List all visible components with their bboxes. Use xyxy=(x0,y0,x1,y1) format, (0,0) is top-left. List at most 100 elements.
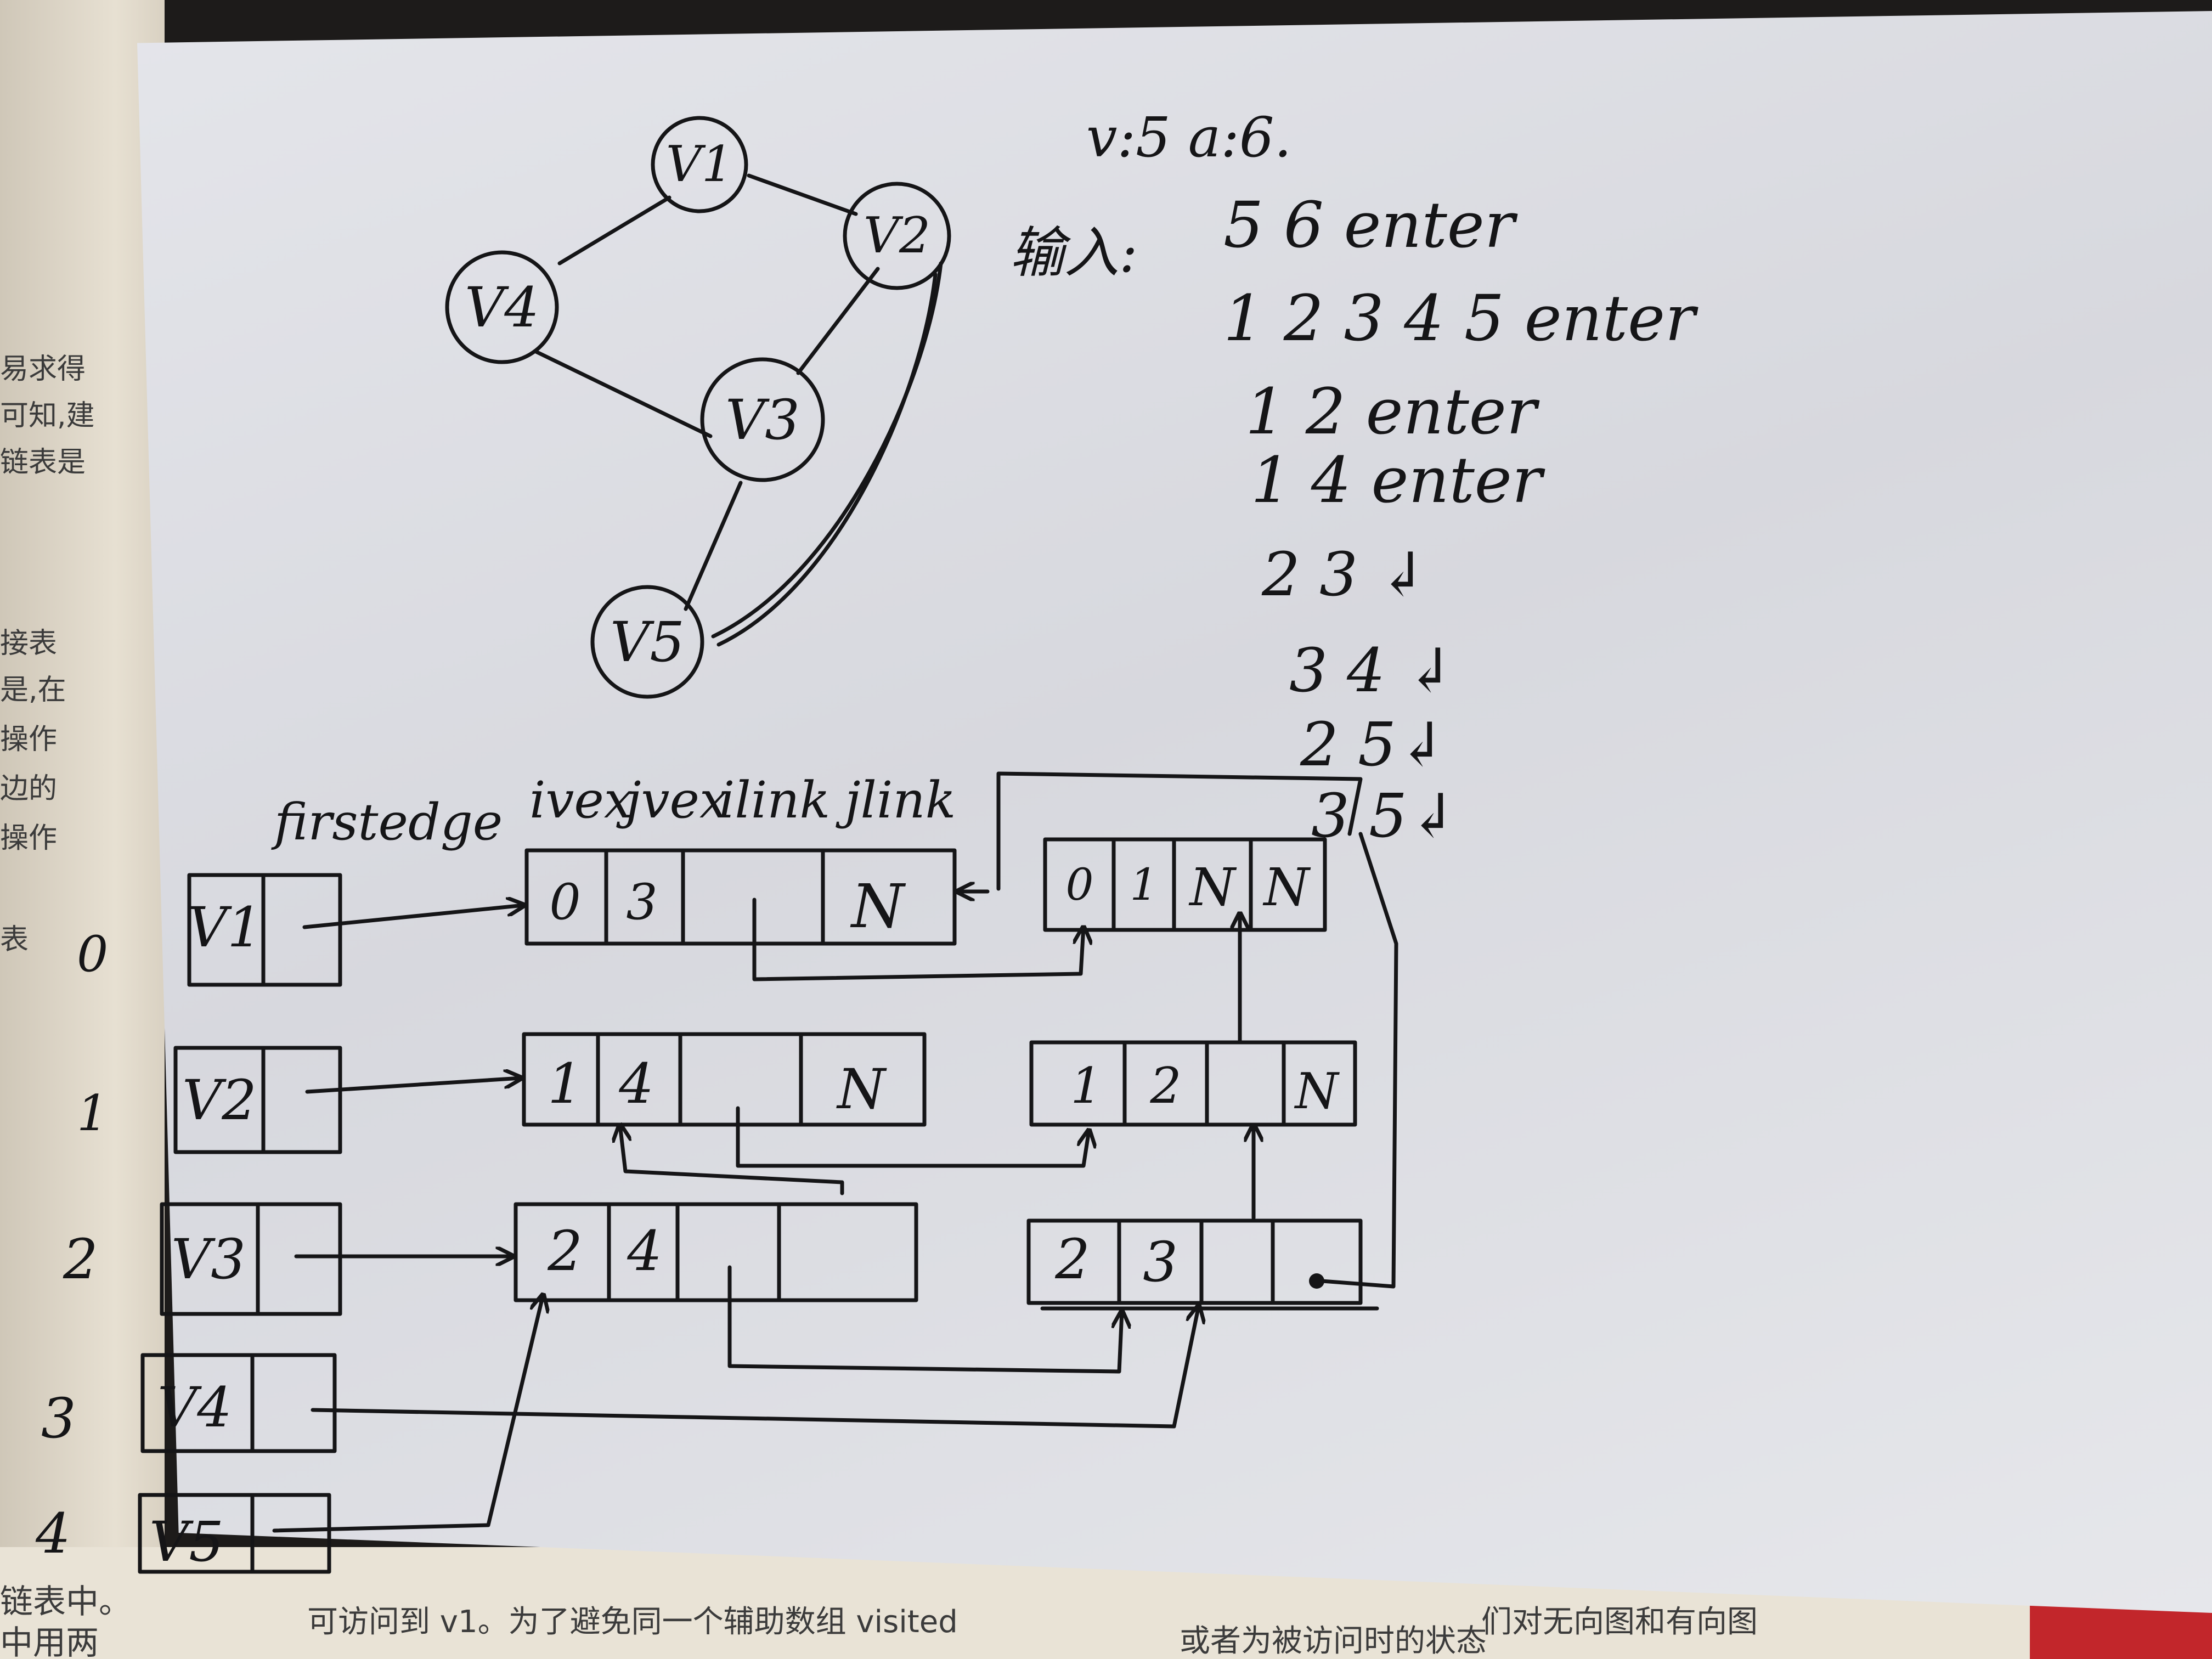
vertex-node-v4: V4 xyxy=(140,1353,337,1453)
jvex-cell: 4 xyxy=(627,1219,662,1283)
book-bottom-text: 链表中。 中用两 可访问到 v1。为了避免同一个辅助数组 visited 或者为… xyxy=(0,1583,1758,1659)
vertex-circle xyxy=(700,357,825,482)
book-line: 们对无向图和有向图 xyxy=(1481,1604,1758,1640)
vertex-label: V2 xyxy=(864,207,930,264)
book-line: 操作 xyxy=(0,822,57,855)
graph-vertex-v2: V2 xyxy=(843,182,951,290)
ivex-cell: 2 xyxy=(547,1219,583,1283)
row-index: 4 xyxy=(35,1502,71,1566)
book-line: 表 xyxy=(0,923,29,956)
row-index: 1 xyxy=(77,1085,108,1142)
header-label: jlink xyxy=(836,771,956,830)
node-box xyxy=(138,1493,331,1574)
book-line: 是,在 xyxy=(0,674,66,707)
edge-node-2-4: 2 4 xyxy=(514,1202,918,1302)
ivex-cell: 0 xyxy=(1066,859,1094,910)
input-line: 3 4 ↲ xyxy=(1289,635,1455,706)
input-line: 1 4 enter xyxy=(1251,444,1545,517)
edge-node-0-1: 0 1 N N xyxy=(1043,837,1327,932)
row-index: 3 xyxy=(41,1386,76,1451)
jlink-cell: N xyxy=(850,871,906,941)
input-line: 3 5↲ xyxy=(1311,781,1458,851)
graph-vertex-v5: V5 xyxy=(590,585,704,699)
row-index: 2 xyxy=(63,1227,98,1291)
vertex-circle xyxy=(651,116,748,213)
ilink-arrow xyxy=(736,1106,1089,1168)
input-label: 输入: xyxy=(1009,221,1138,285)
ilink-arrow xyxy=(727,1265,1122,1374)
jlink-arrow xyxy=(996,771,1363,891)
edge-v3-v5 xyxy=(684,481,743,611)
firstedge-arrow xyxy=(305,1078,521,1094)
input-line: 1 2 enter xyxy=(1245,375,1540,449)
pointer-arrows xyxy=(272,771,1398,1533)
ivex-cell: 2 xyxy=(1054,1227,1090,1291)
node-label: V2 xyxy=(182,1068,257,1132)
ilink-cell: N xyxy=(1188,857,1237,918)
jlink-cell: N xyxy=(1262,857,1311,918)
jvex-cell: 1 xyxy=(1130,859,1158,910)
header-label: jvex xyxy=(616,771,728,830)
book-line: 可访问到 v1。为了避免同一个辅助数组 visited xyxy=(307,1604,958,1640)
edge-node-2-3: 2 3 xyxy=(1026,1218,1379,1311)
vertex-node-v2: V2 xyxy=(173,1046,342,1154)
jlink-arrow xyxy=(620,1125,844,1195)
input-line: 2 5↲ xyxy=(1300,709,1447,780)
header-label: ivex xyxy=(529,771,633,830)
vertex-node-v1: V1 xyxy=(187,873,342,987)
node-box xyxy=(140,1353,337,1453)
ivex-cell: 1 xyxy=(1070,1057,1102,1115)
edge-node-1-2: 1 2 N xyxy=(1029,1040,1357,1127)
edge-node-0-3: 0 3 N xyxy=(524,848,957,946)
node-box xyxy=(514,1202,918,1302)
vertex-circle xyxy=(590,585,704,699)
vertex-label: V5 xyxy=(610,610,685,674)
book-line: 链表中。 xyxy=(0,1583,132,1621)
book-line: 中用两 xyxy=(0,1624,99,1659)
book-line: 或者为被访问时的状态 xyxy=(1180,1623,1487,1659)
multilist-header: firstedge ivex jvex ilink jlink xyxy=(271,771,956,851)
node-box xyxy=(1029,1040,1357,1127)
graph-vertex-v4: V4 xyxy=(445,250,559,364)
node-box xyxy=(522,1032,927,1127)
node-label: V5 xyxy=(149,1510,224,1574)
edge-v2-v5 xyxy=(711,261,943,639)
jvex-cell: 3 xyxy=(1143,1230,1178,1294)
graph-vertex-v3: V3 xyxy=(700,357,825,482)
firstedge-arrow xyxy=(272,1295,543,1533)
edge-v2-v3 xyxy=(796,267,880,375)
jvex-cell: 4 xyxy=(618,1052,654,1116)
node-box xyxy=(173,1046,342,1154)
vertex-label: V1 xyxy=(666,136,733,193)
node-box xyxy=(1043,837,1327,932)
book-line: 边的 xyxy=(0,772,57,805)
vertex-node-v3: V3 xyxy=(160,1202,342,1316)
input-line: 1 2 3 4 5 enter xyxy=(1223,282,1699,356)
vertex-label: V3 xyxy=(725,388,800,452)
link-dot xyxy=(1309,1273,1324,1289)
book-left-text: 易求得 可知,建 链表是 接表 是,在 操作 边的 操作 表 xyxy=(0,353,95,956)
book-line: 易求得 xyxy=(0,353,86,386)
row-index: 0 xyxy=(77,926,108,983)
ivex-cell: 0 xyxy=(549,873,580,931)
edge-v1-v2 xyxy=(747,173,858,216)
ilink-arrow xyxy=(752,898,1084,981)
header-label: firstedge xyxy=(271,793,503,851)
input-line: 5 6 enter xyxy=(1223,189,1518,262)
vertex-circle xyxy=(445,250,559,364)
node-label: V1 xyxy=(188,895,262,960)
graph-vertex-v1: V1 xyxy=(651,116,748,213)
edge-v1-v4 xyxy=(557,195,672,266)
edge-v2-v5-stroke xyxy=(716,272,938,647)
book-line: 操作 xyxy=(0,723,57,756)
notebook-paper xyxy=(137,11,2212,1613)
book-line: 接表 xyxy=(0,627,57,660)
node-box xyxy=(160,1202,342,1316)
vertex-label: V4 xyxy=(465,275,539,340)
jvex-cell: 2 xyxy=(1149,1057,1181,1115)
edge-node-1-4: 1 4 N xyxy=(522,1032,927,1127)
ivex-cell: 1 xyxy=(548,1052,583,1116)
node-label: V4 xyxy=(157,1375,232,1440)
book-line: 链表是 xyxy=(0,446,86,479)
